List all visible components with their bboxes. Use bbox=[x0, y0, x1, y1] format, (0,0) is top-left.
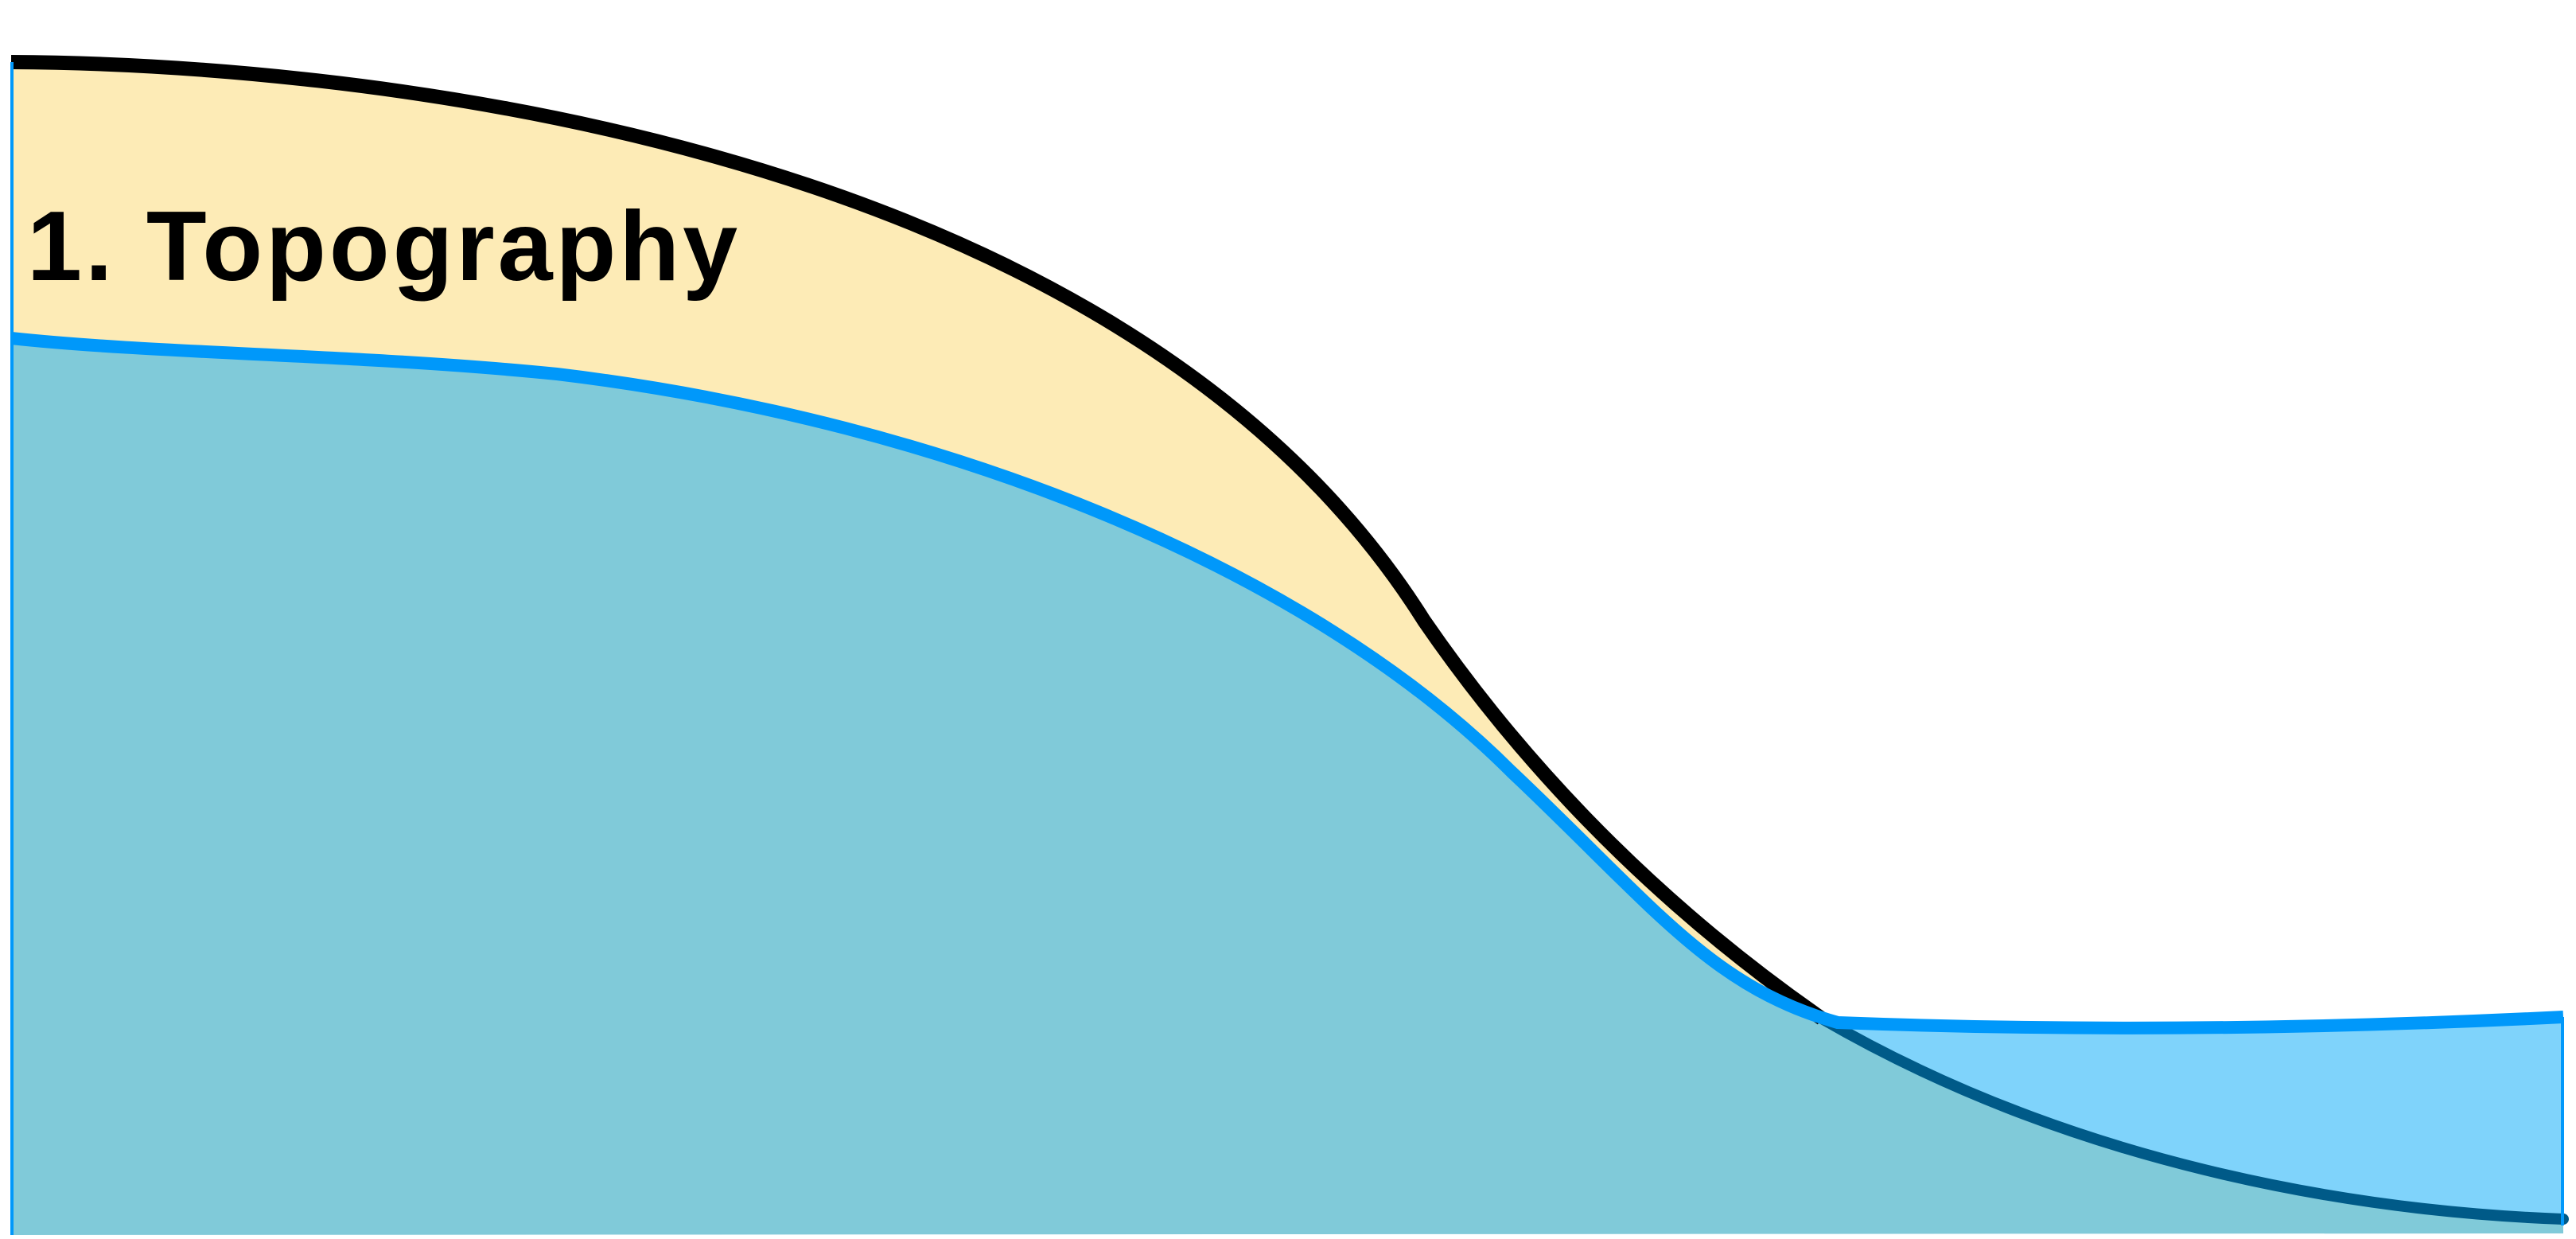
topography-line bbox=[10, 55, 1827, 1025]
surface-water-fill bbox=[1838, 1017, 2563, 1219]
submerged-ground-line bbox=[1816, 1013, 2569, 1225]
saturated-zone-fill bbox=[11, 338, 2563, 1235]
water-table-line bbox=[10, 332, 2564, 1034]
unsaturated-zone-fill bbox=[11, 62, 1838, 1023]
panel-title: 1. Topography bbox=[27, 192, 741, 302]
